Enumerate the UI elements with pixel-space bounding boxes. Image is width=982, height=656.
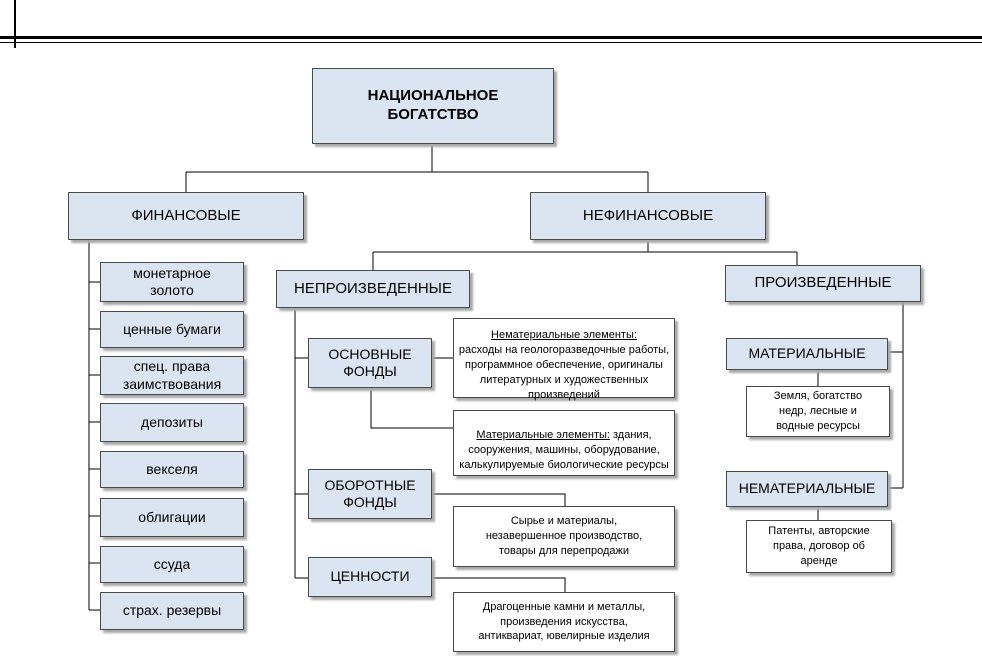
valuables-description: Драгоценные камни и металлы, произведени…	[453, 592, 675, 652]
nonmaterial-box: НЕМАТЕРИАЛЬНЫЕ	[726, 471, 888, 507]
material-description: Земля, богатство недр, лесные и водные р…	[746, 386, 890, 437]
header-rule-thick	[0, 36, 982, 39]
produced-box: ПРОИЗВЕДЕННЫЕ	[725, 265, 921, 302]
financial-item-loan: ссуда	[100, 546, 244, 583]
financial-item-securities: ценные бумаги	[100, 311, 244, 348]
tangible-elements-box: Материальные элементы: здания, сооружени…	[453, 410, 675, 476]
nonproduced-box: НЕПРОИЗВЕДЕННЫЕ	[276, 270, 470, 308]
financial-item-deposits: депозиты	[100, 403, 244, 442]
financial-box: ФИНАНСОВЫЕ	[68, 192, 304, 240]
financial-item-monetary-gold: монетарное золото	[100, 262, 244, 302]
root-box: НАЦИОНАЛЬНОЕ БОГАТСТВО	[312, 68, 554, 144]
material-box: МАТЕРИАЛЬНЫЕ	[726, 338, 888, 370]
financial-item-bills: векселя	[100, 451, 244, 488]
financial-item-insurance-reserves: страх. резервы	[100, 592, 244, 630]
intangible-elements-box: Нематериальные элементы: расходы на геол…	[453, 318, 675, 401]
header-rule-thin	[0, 42, 982, 43]
intangible-elements-text: расходы на геологоразведочные работы, пр…	[458, 344, 670, 401]
working-capital-description: Сырье и материалы, незавершенное произво…	[453, 506, 675, 567]
valuables-box: ЦЕННОСТИ	[308, 557, 432, 597]
nonmaterial-description: Патенты, авторские права, договор об аре…	[746, 520, 892, 573]
financial-item-sdr: спец. права заимствования	[100, 356, 244, 395]
financial-item-bonds: облигации	[100, 498, 244, 537]
tangible-elements-text: здания, сооружения, машины, оборудование…	[459, 429, 669, 471]
fixed-assets-box: ОСНОВНЫЕ ФОНДЫ	[308, 338, 432, 388]
header-corner-mark	[14, 0, 16, 48]
tangible-elements-title: Материальные элементы:	[476, 429, 610, 442]
intangible-elements-title: Нематериальные элементы:	[491, 329, 637, 342]
nonfinancial-box: НЕФИНАНСОВЫЕ	[530, 192, 766, 240]
working-capital-box: ОБОРОТНЫЕ ФОНДЫ	[308, 469, 432, 519]
